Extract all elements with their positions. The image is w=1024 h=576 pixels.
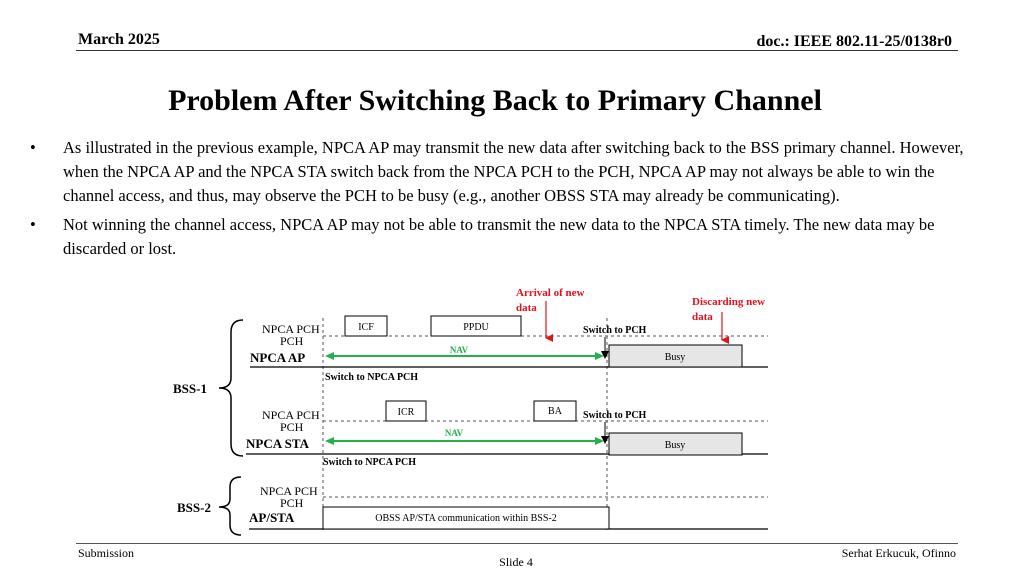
- ap-nav-arrowhead-right: [595, 352, 604, 360]
- arrival-annotation-line1: Arrival of new: [516, 287, 584, 299]
- icr-frame-label: ICR: [398, 407, 415, 418]
- ap-switch-to-npca-label: Switch to NPCA PCH: [325, 372, 418, 383]
- ap-busy-label: Busy: [665, 352, 686, 363]
- footer-submission: Submission: [78, 546, 135, 560]
- sta-switch-to-pch-arrowhead: [601, 436, 609, 444]
- sta-npca-pch-label: NPCA PCH: [262, 408, 320, 422]
- sta-switch-to-pch-label: Switch to PCH: [583, 410, 647, 421]
- footer-author: Serhat Erkucuk, Ofinno: [841, 546, 956, 560]
- sta-name-label: NPCA STA: [246, 436, 310, 451]
- obss-npca-pch-label: NPCA PCH: [260, 484, 318, 498]
- obss-pch-label: PCH: [280, 496, 304, 510]
- sta-pch-label: PCH: [280, 420, 304, 434]
- footer-slide-number: Slide 4: [499, 555, 533, 569]
- ppdu-frame: [430, 315, 522, 337]
- icf-frame-label: ICF: [358, 322, 374, 333]
- obss-communication-label: OBSS AP/STA communication within BSS-2: [375, 513, 556, 524]
- bullet-symbol: •: [30, 215, 36, 234]
- footer-divider: [76, 543, 958, 544]
- header-doc-id: doc.: IEEE 802.11-25/0138r0: [756, 33, 952, 50]
- header-divider: [76, 50, 958, 51]
- sta-switch-to-npca-label: Switch to NPCA PCH: [323, 457, 416, 468]
- obss-communication-frame: [322, 506, 610, 530]
- ap-switch-to-pch-arrowhead: [601, 351, 609, 359]
- bullet-item-1: • As illustrated in the previous example,…: [30, 136, 980, 208]
- icf-frame: [344, 315, 388, 337]
- bss2-brace: [218, 476, 242, 536]
- slide-title: Problem After Switching Back to Primary …: [168, 84, 822, 117]
- ap-switch-to-pch-label: Switch to PCH: [583, 325, 647, 336]
- icr-frame: [385, 400, 427, 422]
- header-date: March 2025: [78, 31, 160, 48]
- ap-name-label: NPCA AP: [250, 350, 305, 365]
- sta-busy-frame: [608, 432, 743, 456]
- ap-npca-pch-label: NPCA PCH: [262, 322, 320, 336]
- bss1-label: BSS-1: [173, 381, 207, 396]
- ap-nav-label: NAV: [450, 345, 469, 355]
- sta-nav-label: NAV: [445, 428, 464, 438]
- ba-frame-label: BA: [548, 406, 563, 417]
- bss1-brace: [218, 319, 244, 457]
- ap-pch-label: PCH: [280, 334, 304, 348]
- bss2-label: BSS-2: [177, 500, 211, 515]
- bullet-list: • As illustrated in the previous example,…: [30, 136, 980, 266]
- ppdu-frame-label: PPDU: [463, 322, 489, 333]
- discard-annotation-line2: data: [692, 311, 713, 323]
- bullet-text-1: As illustrated in the previous example, …: [63, 138, 964, 205]
- sta-nav-arrowhead-left: [325, 437, 334, 445]
- obss-name-label: AP/STA: [249, 510, 295, 525]
- bullet-symbol: •: [30, 138, 36, 157]
- ba-frame: [533, 400, 577, 422]
- bullet-item-2: • Not winning the channel access, NPCA AP…: [30, 213, 980, 261]
- bullet-text-2: Not winning the channel access, NPCA AP …: [63, 215, 935, 258]
- ap-nav-arrowhead-left: [325, 352, 334, 360]
- arrival-annotation-line2: data: [516, 302, 537, 314]
- sta-nav-arrowhead-right: [595, 437, 604, 445]
- discard-annotation-line1: Discarding new: [692, 296, 765, 308]
- ap-busy-frame: [608, 344, 743, 368]
- sta-busy-label: Busy: [665, 440, 686, 451]
